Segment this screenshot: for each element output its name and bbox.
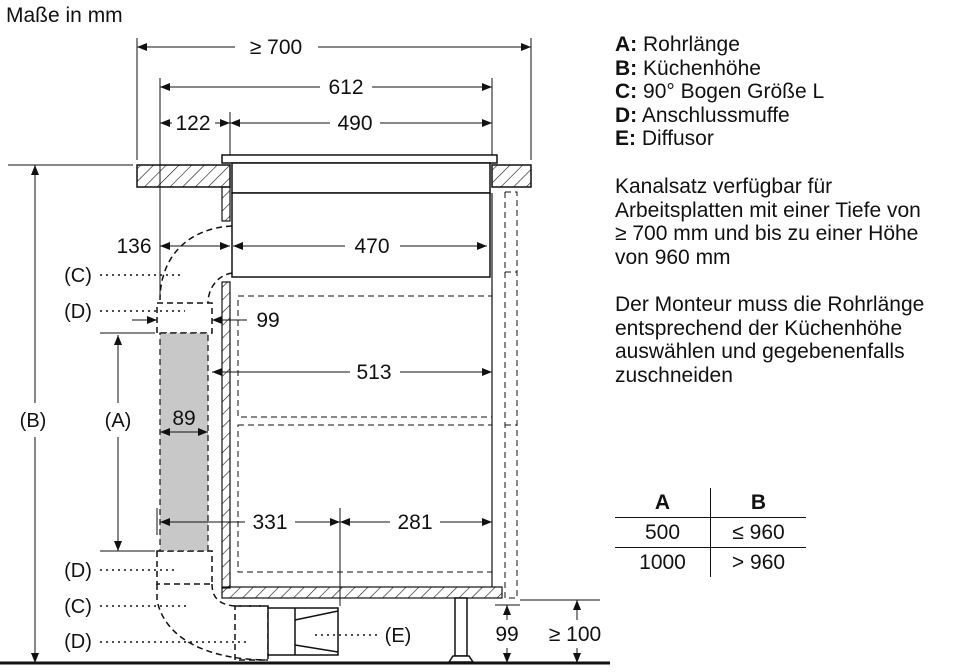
worktop-left	[136, 164, 231, 188]
table-row: 1000> 960	[615, 547, 806, 577]
front-panel-strip	[221, 186, 231, 222]
label-D-mid: (D)	[64, 560, 92, 582]
table-row: 500≤ 960	[615, 517, 806, 548]
leader-lines	[100, 274, 378, 643]
dimension-lines	[31, 43, 581, 663]
units-title: Maße in mm	[6, 4, 123, 27]
dim-100: ≥ 100	[549, 623, 601, 646]
label-C-top: (C)	[64, 265, 92, 287]
label-E: (E)	[385, 625, 412, 647]
diffusor	[267, 607, 339, 656]
dim-89: 89	[172, 407, 195, 430]
label-D-top: (D)	[64, 301, 92, 323]
table-header-A: A	[615, 488, 711, 518]
legend-item: A: Rohrlänge	[615, 33, 740, 56]
label-B: (B)	[20, 410, 47, 432]
dim-612: 612	[328, 76, 363, 99]
dim-122: 122	[175, 112, 210, 135]
legend-item: B: Küchenhöhe	[615, 56, 761, 80]
legend-item: E: Diffusor	[615, 127, 714, 150]
label-A: (A)	[105, 410, 132, 432]
hob-body	[231, 192, 491, 278]
cabinet-side-wall	[221, 281, 231, 589]
cabinet-bottom	[221, 586, 503, 599]
dim-490: 490	[337, 112, 372, 135]
dim-700: ≥ 700	[250, 36, 302, 59]
drawers-dashed	[237, 191, 518, 599]
dim-99-plinth: 99	[495, 623, 518, 646]
dim-99-duct: 99	[256, 309, 279, 332]
dim-513: 513	[356, 361, 391, 384]
table-header-B: B	[710, 488, 806, 518]
dim-281: 281	[397, 511, 432, 534]
legend-item: C: 90° Bogen Größe L	[615, 80, 825, 103]
dim-470: 470	[354, 235, 389, 258]
legend-item: D: Anschlussmuffe	[615, 103, 790, 127]
dim-136: 136	[116, 235, 151, 258]
worktop-right	[491, 164, 532, 188]
hob-glass	[221, 154, 498, 164]
legend: A: Rohrlänge B: Küchenhöhe C: 90° Bogen …	[615, 33, 824, 151]
duct-pipe	[159, 332, 209, 552]
label-D-bottom: (D)	[64, 631, 92, 653]
dim-331: 331	[252, 511, 287, 534]
cabinet-foot	[447, 597, 475, 663]
hob-top-body	[231, 162, 491, 194]
label-C-bottom: (C)	[64, 596, 92, 618]
